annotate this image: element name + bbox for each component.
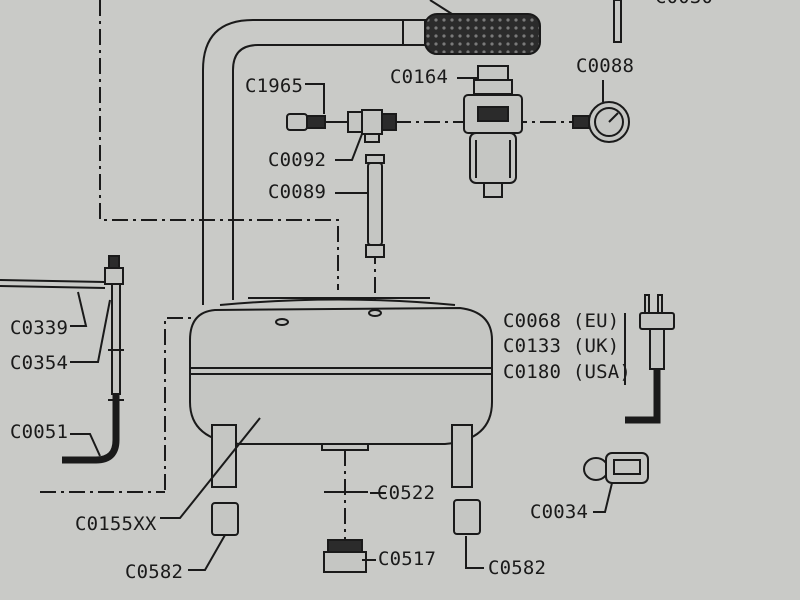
filter-regulator: [463, 65, 523, 198]
label-c0133-uk: C0133 (UK): [503, 335, 619, 357]
label-c0088: C0088: [576, 55, 634, 77]
key-fob: [583, 452, 649, 484]
tee-fitting: [286, 109, 397, 143]
label-c0068-eu: C0068 (EU): [503, 310, 619, 332]
label-c0339: C0339: [10, 317, 68, 339]
label-c0522: C0522: [377, 482, 435, 504]
power-plug: [624, 294, 675, 424]
pressure-gauge: [572, 101, 630, 143]
part-labels: C0030 C1965 C0164 C0088 C0092 C0089 C033…: [10, 0, 713, 583]
label-c0164: C0164: [390, 66, 448, 88]
air-tank: [189, 297, 493, 451]
handle-grip: [424, 0, 541, 55]
rubber-feet: [211, 499, 481, 536]
label-c0155xx: C0155XX: [75, 513, 157, 535]
air-hose: [202, 19, 426, 305]
safety-valve: [0, 255, 124, 464]
label-c0517: C0517: [378, 548, 436, 570]
connector-tube: [365, 154, 385, 258]
label-c0582-left: C0582: [125, 561, 183, 583]
label-c0092: C0092: [268, 149, 326, 171]
label-c0030-clipped: C0030: [655, 0, 713, 8]
label-c0034: C0034: [530, 501, 588, 523]
label-c0582-right: C0582: [488, 557, 546, 579]
drain-parts: [323, 491, 368, 573]
label-c0089: C0089: [268, 181, 326, 203]
label-c0180-usa: C0180 (USA): [503, 361, 631, 383]
callout-leaders: [70, 77, 613, 571]
top-right-rod: [613, 0, 622, 43]
label-c0051: C0051: [10, 421, 68, 443]
label-c1965: C1965: [245, 75, 303, 97]
label-c0354: C0354: [10, 352, 68, 374]
